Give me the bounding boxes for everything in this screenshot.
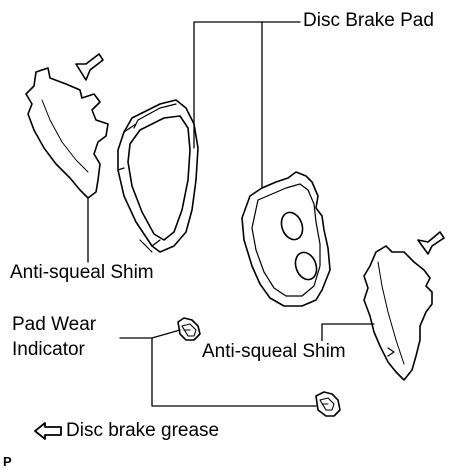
label-pad-wear-line2: Indicator bbox=[12, 339, 85, 360]
leader-pad-wear-indicator bbox=[119, 337, 317, 407]
label-anti-squeal-shim-right: Anti-squeal Shim bbox=[202, 341, 348, 363]
label-disc-brake-pad: Disc Brake Pad bbox=[303, 10, 434, 31]
disc-brake-pad-outer bbox=[117, 99, 199, 253]
grease-arrow-left-icon bbox=[75, 53, 104, 81]
label-anti-squeal-shim-left: Anti-squeal Shim bbox=[10, 262, 154, 283]
label-pad-wear-line1: Pad Wear bbox=[12, 314, 97, 335]
leader-disc-brake-pad bbox=[193, 21, 301, 149]
anti-squeal-shim-left bbox=[25, 67, 109, 199]
pad-wear-indicator-clip-1 bbox=[177, 317, 201, 341]
pad-hole-lower bbox=[294, 251, 318, 281]
legend-disc-brake-grease: Disc brake grease bbox=[66, 420, 220, 441]
leader-lines bbox=[87, 21, 375, 407]
disc-brake-pad-inner bbox=[241, 171, 331, 307]
pad-hole-upper bbox=[280, 211, 304, 241]
pad-wear-indicator-clip-2 bbox=[315, 391, 341, 417]
grease-arrow-right-icon bbox=[417, 231, 445, 255]
anti-squeal-shim-right bbox=[363, 245, 433, 381]
figure-code: P bbox=[3, 454, 12, 469]
hollow-arrow-icon bbox=[34, 422, 62, 440]
